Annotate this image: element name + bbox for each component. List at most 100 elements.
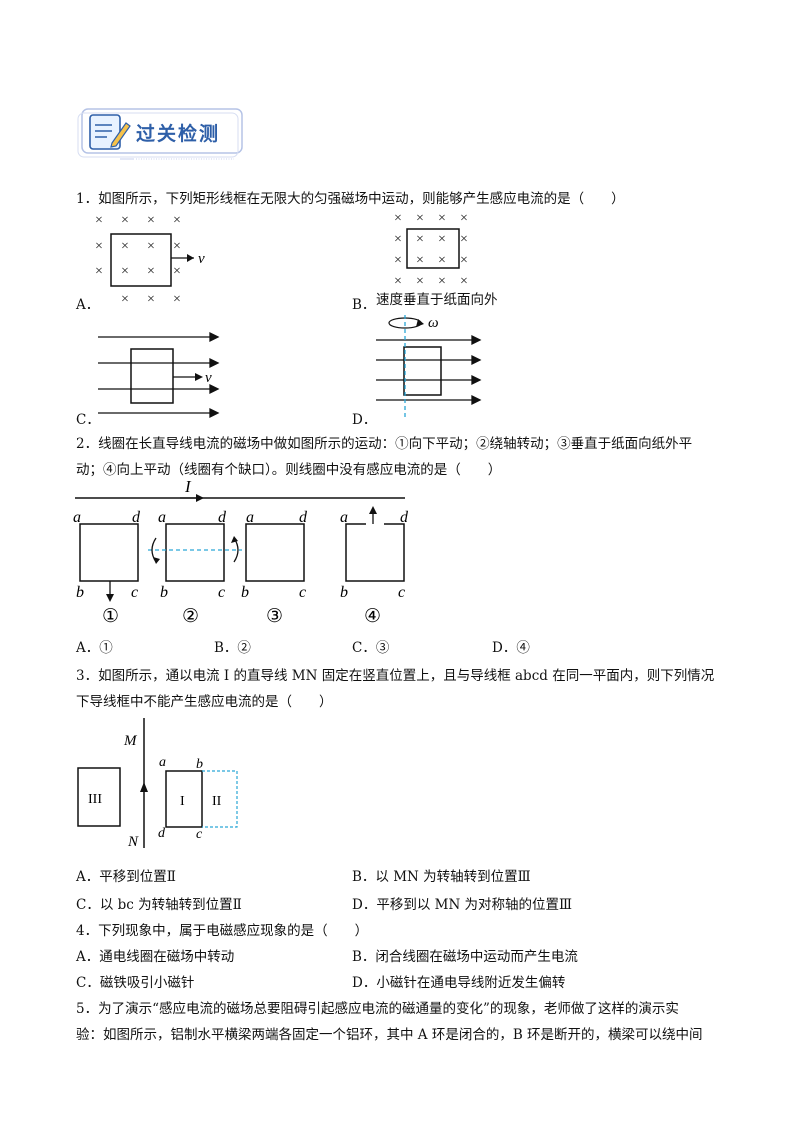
label-n: N — [127, 834, 139, 850]
q2-figure: I a d b c ① a d b c ② a d b c ③ a d b c … — [73, 478, 409, 623]
svg-text:×: × — [438, 232, 446, 247]
label-v: v — [205, 370, 212, 386]
svg-text:c: c — [299, 584, 306, 601]
svg-text:×: × — [416, 232, 424, 247]
svg-text:d: d — [400, 509, 409, 526]
q2-option-a[interactable]: A．① — [76, 640, 113, 656]
svg-text:×: × — [173, 264, 181, 279]
svg-text:×: × — [147, 292, 155, 307]
section-banner: 过关检测 — [74, 105, 246, 163]
svg-text:×: × — [460, 253, 468, 268]
rect-coil — [406, 228, 460, 269]
svg-text:b: b — [196, 757, 203, 772]
svg-text:d: d — [299, 509, 308, 526]
q4-option-d[interactable]: D．小磁针在通电导线附近发生偏转 — [352, 975, 566, 991]
q1-option-c[interactable]: C． — [76, 412, 100, 428]
svg-text:×: × — [438, 253, 446, 268]
svg-text:×: × — [147, 213, 155, 228]
svg-text:×: × — [121, 264, 129, 279]
q2-stem-line2: 动；④向上平动（线圈有个缺口）。则线圈中没有感应电流的是（ ） — [76, 462, 502, 478]
q1-figure-b: × × × × × × × × × × × × × × × × — [394, 211, 468, 288]
q3-option-a[interactable]: A．平移到位置Ⅱ — [76, 869, 176, 885]
fig-number-1: ① — [102, 606, 119, 623]
svg-text:×: × — [95, 213, 103, 228]
magnetic-field-crosses: × × × × × × × × × × × × × × × × — [394, 211, 468, 288]
svg-text:×: × — [95, 264, 103, 279]
rect-coil — [130, 348, 174, 404]
svg-text:×: × — [416, 211, 424, 226]
svg-text:×: × — [416, 253, 424, 268]
svg-text:×: × — [394, 232, 402, 247]
svg-text:d: d — [158, 826, 166, 841]
q2-option-d[interactable]: D．④ — [492, 640, 530, 656]
q1-option-a[interactable]: A． — [76, 297, 100, 313]
q4-option-b[interactable]: B．闭合线圈在磁场中运动而产生电流 — [352, 949, 578, 965]
label-pos-ii: II — [212, 794, 222, 809]
rect-coil — [110, 233, 172, 287]
svg-text:×: × — [460, 211, 468, 226]
section-title: 过关检测 — [136, 123, 221, 145]
svg-text:×: × — [173, 239, 181, 254]
q1-figure-a: ×××× ×××× ×××× ××× v — [95, 213, 205, 307]
q2-stem-line1: 2．线圈在长直导线电流的磁场中做如图所示的运动：①向下平动；②绕轴转动；③垂直于… — [76, 436, 693, 452]
svg-text:d: d — [132, 509, 141, 526]
svg-text:×: × — [394, 211, 402, 226]
label-pos-iii: III — [88, 792, 102, 807]
q3-option-b[interactable]: B．以 MN 为转轴转到位置Ⅲ — [352, 869, 531, 885]
label-v: v — [198, 251, 205, 267]
svg-text:×: × — [460, 232, 468, 247]
q3-figure: III M N I a b c d II — [77, 718, 238, 850]
label-m: M — [123, 733, 138, 749]
svg-text:a: a — [158, 509, 166, 526]
banner-frame — [77, 108, 243, 160]
q1-figure-c: v — [98, 331, 220, 419]
q3-option-c[interactable]: C．以 bc 为转轴转到位置Ⅱ — [76, 897, 242, 913]
q4-option-c[interactable]: C．磁铁吸引小磁针 — [76, 975, 195, 991]
q5-stem-line2: 验：如图所示，铝制水平横梁两端各固定一个铝环，其中 A 环是闭合的，B 环是断开… — [76, 1027, 703, 1043]
svg-text:b: b — [76, 584, 84, 601]
svg-text:a: a — [340, 509, 348, 526]
label-pos-i: I — [180, 794, 185, 809]
svg-text:c: c — [196, 827, 203, 842]
svg-text:×: × — [438, 274, 446, 288]
q1-figure-b-caption: 速度垂直于纸面向外 — [376, 292, 498, 308]
fig-number-2: ② — [182, 606, 199, 623]
fig-number-4: ④ — [364, 606, 381, 623]
q1-figure-d: ω — [376, 315, 482, 418]
svg-text:×: × — [147, 239, 155, 254]
q1-option-b[interactable]: B． — [352, 297, 376, 313]
frame-abcd — [165, 770, 203, 828]
q4-option-a[interactable]: A．通电线圈在磁场中转动 — [76, 949, 235, 965]
position-ii-box — [202, 770, 238, 828]
svg-text:×: × — [460, 274, 468, 288]
svg-text:c: c — [398, 584, 405, 601]
coil-3 — [245, 523, 305, 582]
svg-text:×: × — [173, 213, 181, 228]
svg-text:×: × — [394, 253, 402, 268]
svg-text:×: × — [121, 213, 129, 228]
q3-option-d[interactable]: D．平移到以 MN 为对称轴的位置Ⅲ — [352, 897, 573, 913]
coil-2 — [165, 523, 225, 582]
svg-text:×: × — [147, 264, 155, 279]
svg-text:×: × — [394, 274, 402, 288]
svg-text:a: a — [246, 509, 254, 526]
coil-1 — [79, 523, 139, 582]
q2-option-c[interactable]: C．③ — [352, 640, 390, 656]
svg-text:b: b — [241, 584, 249, 601]
label-omega: ω — [428, 315, 439, 331]
svg-text:a: a — [159, 755, 166, 770]
q2-option-b[interactable]: B．② — [214, 640, 251, 656]
svg-text:×: × — [438, 211, 446, 226]
label-current: I — [184, 478, 192, 496]
svg-text:a: a — [73, 509, 81, 526]
q5-stem-line1: 5．为了演示“感应电流的磁场总要阻碍引起感应电流的磁通量的变化”的现象，老师做了… — [76, 1001, 679, 1017]
magnetic-field-crosses: ×××× ×××× ×××× ××× — [95, 213, 181, 307]
svg-text:d: d — [218, 509, 227, 526]
notepad-icon — [89, 114, 131, 150]
q1-option-d[interactable]: D． — [352, 412, 377, 428]
svg-text:×: × — [416, 274, 424, 288]
coil-4-with-gap — [345, 523, 405, 582]
rect-coil — [403, 346, 442, 396]
svg-text:b: b — [160, 584, 168, 601]
q1-stem: 1．如图所示，下列矩形线框在无限大的匀强磁场中运动，则能够产生感应电流的是（ ） — [76, 191, 625, 207]
